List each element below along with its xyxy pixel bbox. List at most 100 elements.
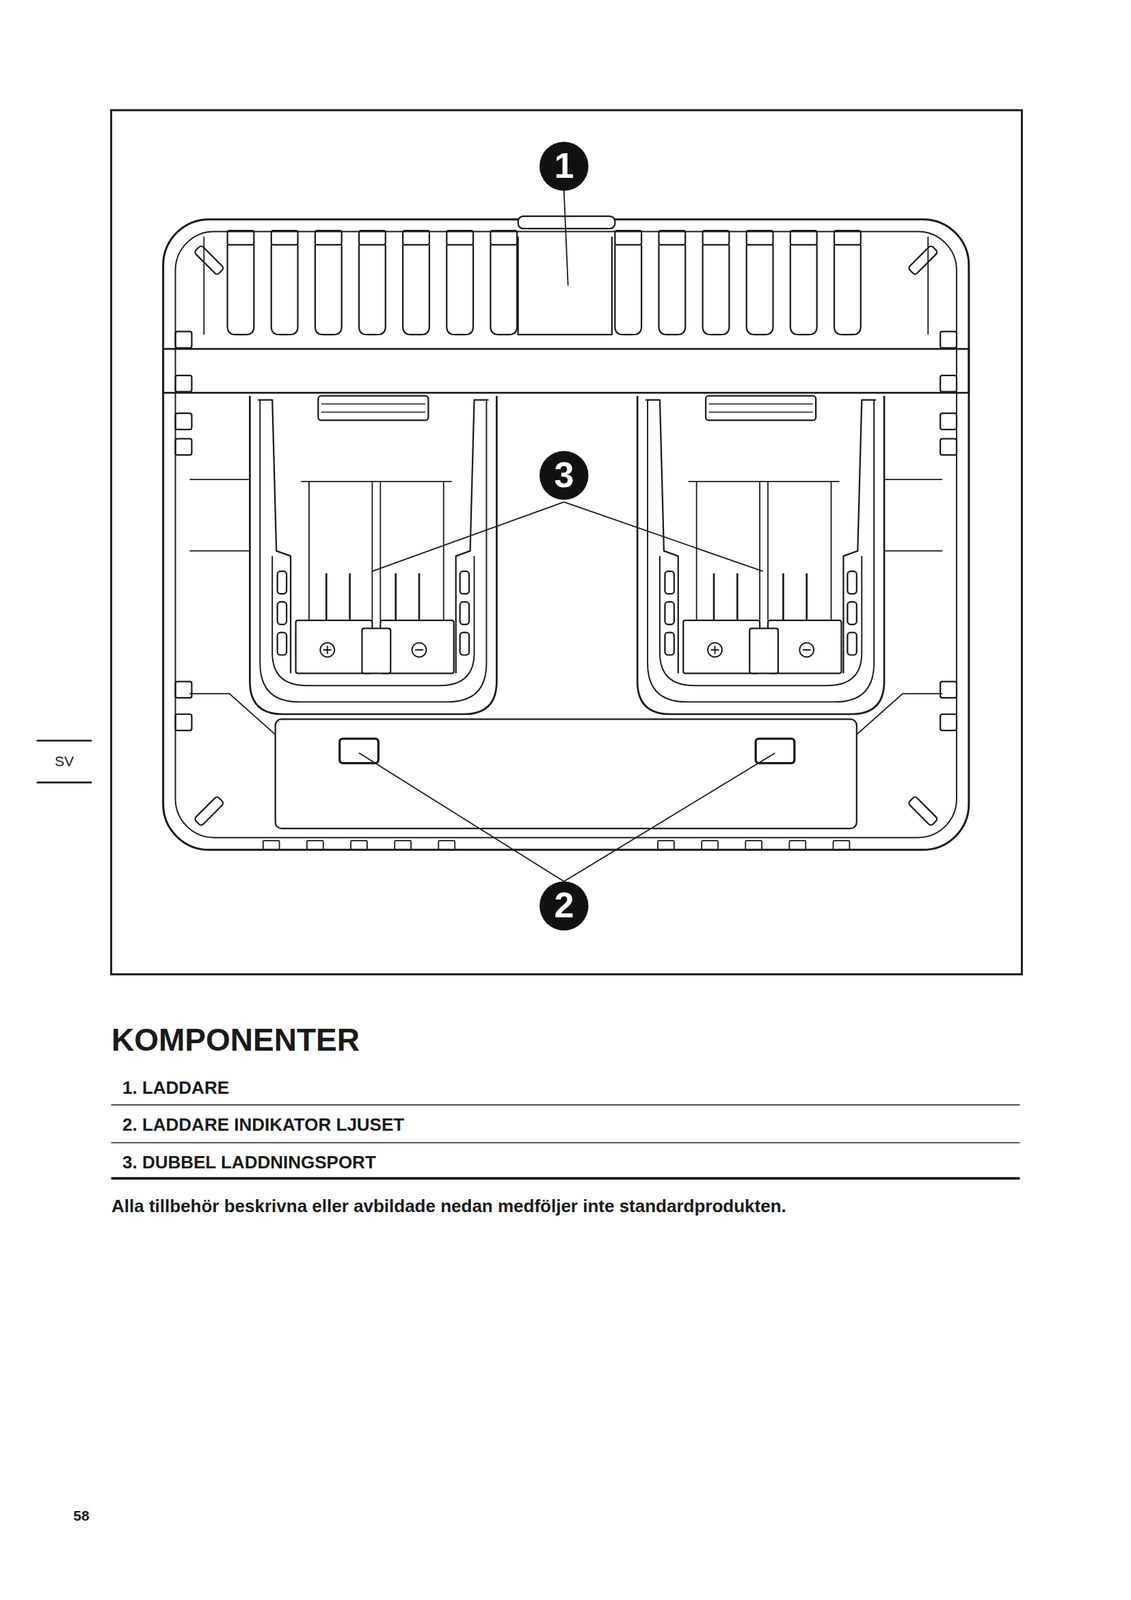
minus-symbol [802,648,811,651]
housing-line [884,549,943,552]
guide-rail [456,400,489,674]
vent-slot [277,570,287,594]
housing-foot [438,840,455,850]
charger-top-hump [518,216,616,229]
callout-circle [539,881,589,931]
page-number: 58 [73,1507,89,1523]
corner-tab [908,244,939,275]
tab-rule [36,781,93,784]
housing-foot [394,840,411,850]
component-row: 1. LADDARE [122,1077,230,1098]
housing-foot [789,840,806,850]
cooling-fin [446,244,474,335]
tab-rule [36,739,93,742]
leader-line [564,190,569,286]
latch-ridge [709,411,814,413]
latch-ridge [321,411,426,413]
housing-foot [745,840,762,850]
fin-tab [790,230,818,245]
cross-band [163,348,969,393]
terminal-block [683,620,760,674]
vent-slot [847,601,857,625]
vent-slot [664,601,674,625]
side-notch [175,331,193,349]
port-rib [379,481,381,621]
cooling-fin [315,244,342,335]
indicator-panel [275,718,857,829]
component-row: 3. DUBBEL LADDNINGSPORT [122,1152,377,1173]
vent-slot [460,632,470,656]
fin-tab [271,230,299,245]
guide-rail [257,400,291,674]
terminal-block [767,620,842,674]
component-row: 2. LADDARE INDIKATOR LJUSET [122,1114,405,1135]
housing-line [856,693,943,735]
guide-rail [843,400,876,674]
fin-tab [490,230,517,245]
vent-slot [277,601,287,625]
fin-tab [402,230,430,245]
plus-symbol [707,642,723,658]
vent-slot [664,570,674,594]
port-inner [259,400,487,702]
terminal-pin [325,573,328,625]
callout-number: 3 [554,455,575,495]
housing-line [189,549,250,552]
table-rule [111,1176,1021,1180]
battery-port [249,395,497,714]
table-rule [111,1103,1021,1105]
fin-tab [227,230,255,245]
cooling-fin [746,244,774,335]
cooling-fin [790,244,818,335]
port-rib [371,481,373,621]
housing-foot [263,840,280,850]
callout-circle [539,141,589,191]
cooling-fin [658,244,686,335]
terminal-divider [749,628,779,674]
cooling-fin [227,244,255,335]
side-notch [940,413,957,430]
terminal-pin [418,573,421,625]
side-notch [940,438,957,455]
vent-slot [460,570,470,594]
housing-inner [175,231,957,838]
fin-edge [927,236,929,335]
leader-line [358,752,565,882]
fin-tab [358,230,386,245]
cooling-fin [490,244,517,335]
cooling-fin [358,244,386,335]
port-rib [696,481,698,621]
port-rib [308,481,310,621]
vent-slot [664,632,674,656]
minus-symbol [415,648,424,651]
port-rib [688,480,840,483]
indicator-light [755,738,795,764]
vent-slot [277,632,287,656]
terminal-pin [805,573,808,625]
fin-tab [834,230,861,245]
cooling-fin [271,244,299,335]
side-notch [940,375,957,392]
figure-frame [111,110,1023,974]
terminal-pin [348,573,351,625]
terminal-pin [782,573,785,625]
housing-foot [657,840,675,850]
corner-tab [908,795,939,827]
fin-tab [746,230,774,245]
latch-ridge [321,403,426,405]
cooling-fin [834,244,861,335]
side-notch [175,713,193,731]
vent-slot [460,601,470,625]
fin-tab [614,230,642,245]
fin-tab [446,230,474,245]
leader-line [564,501,764,571]
center-block [518,236,612,335]
charger-housing [163,219,969,850]
callout-number: 1 [554,146,575,186]
side-notch [940,681,957,698]
vent-slot [847,632,857,656]
terminal-block [296,620,373,674]
cooling-fin [614,244,642,335]
